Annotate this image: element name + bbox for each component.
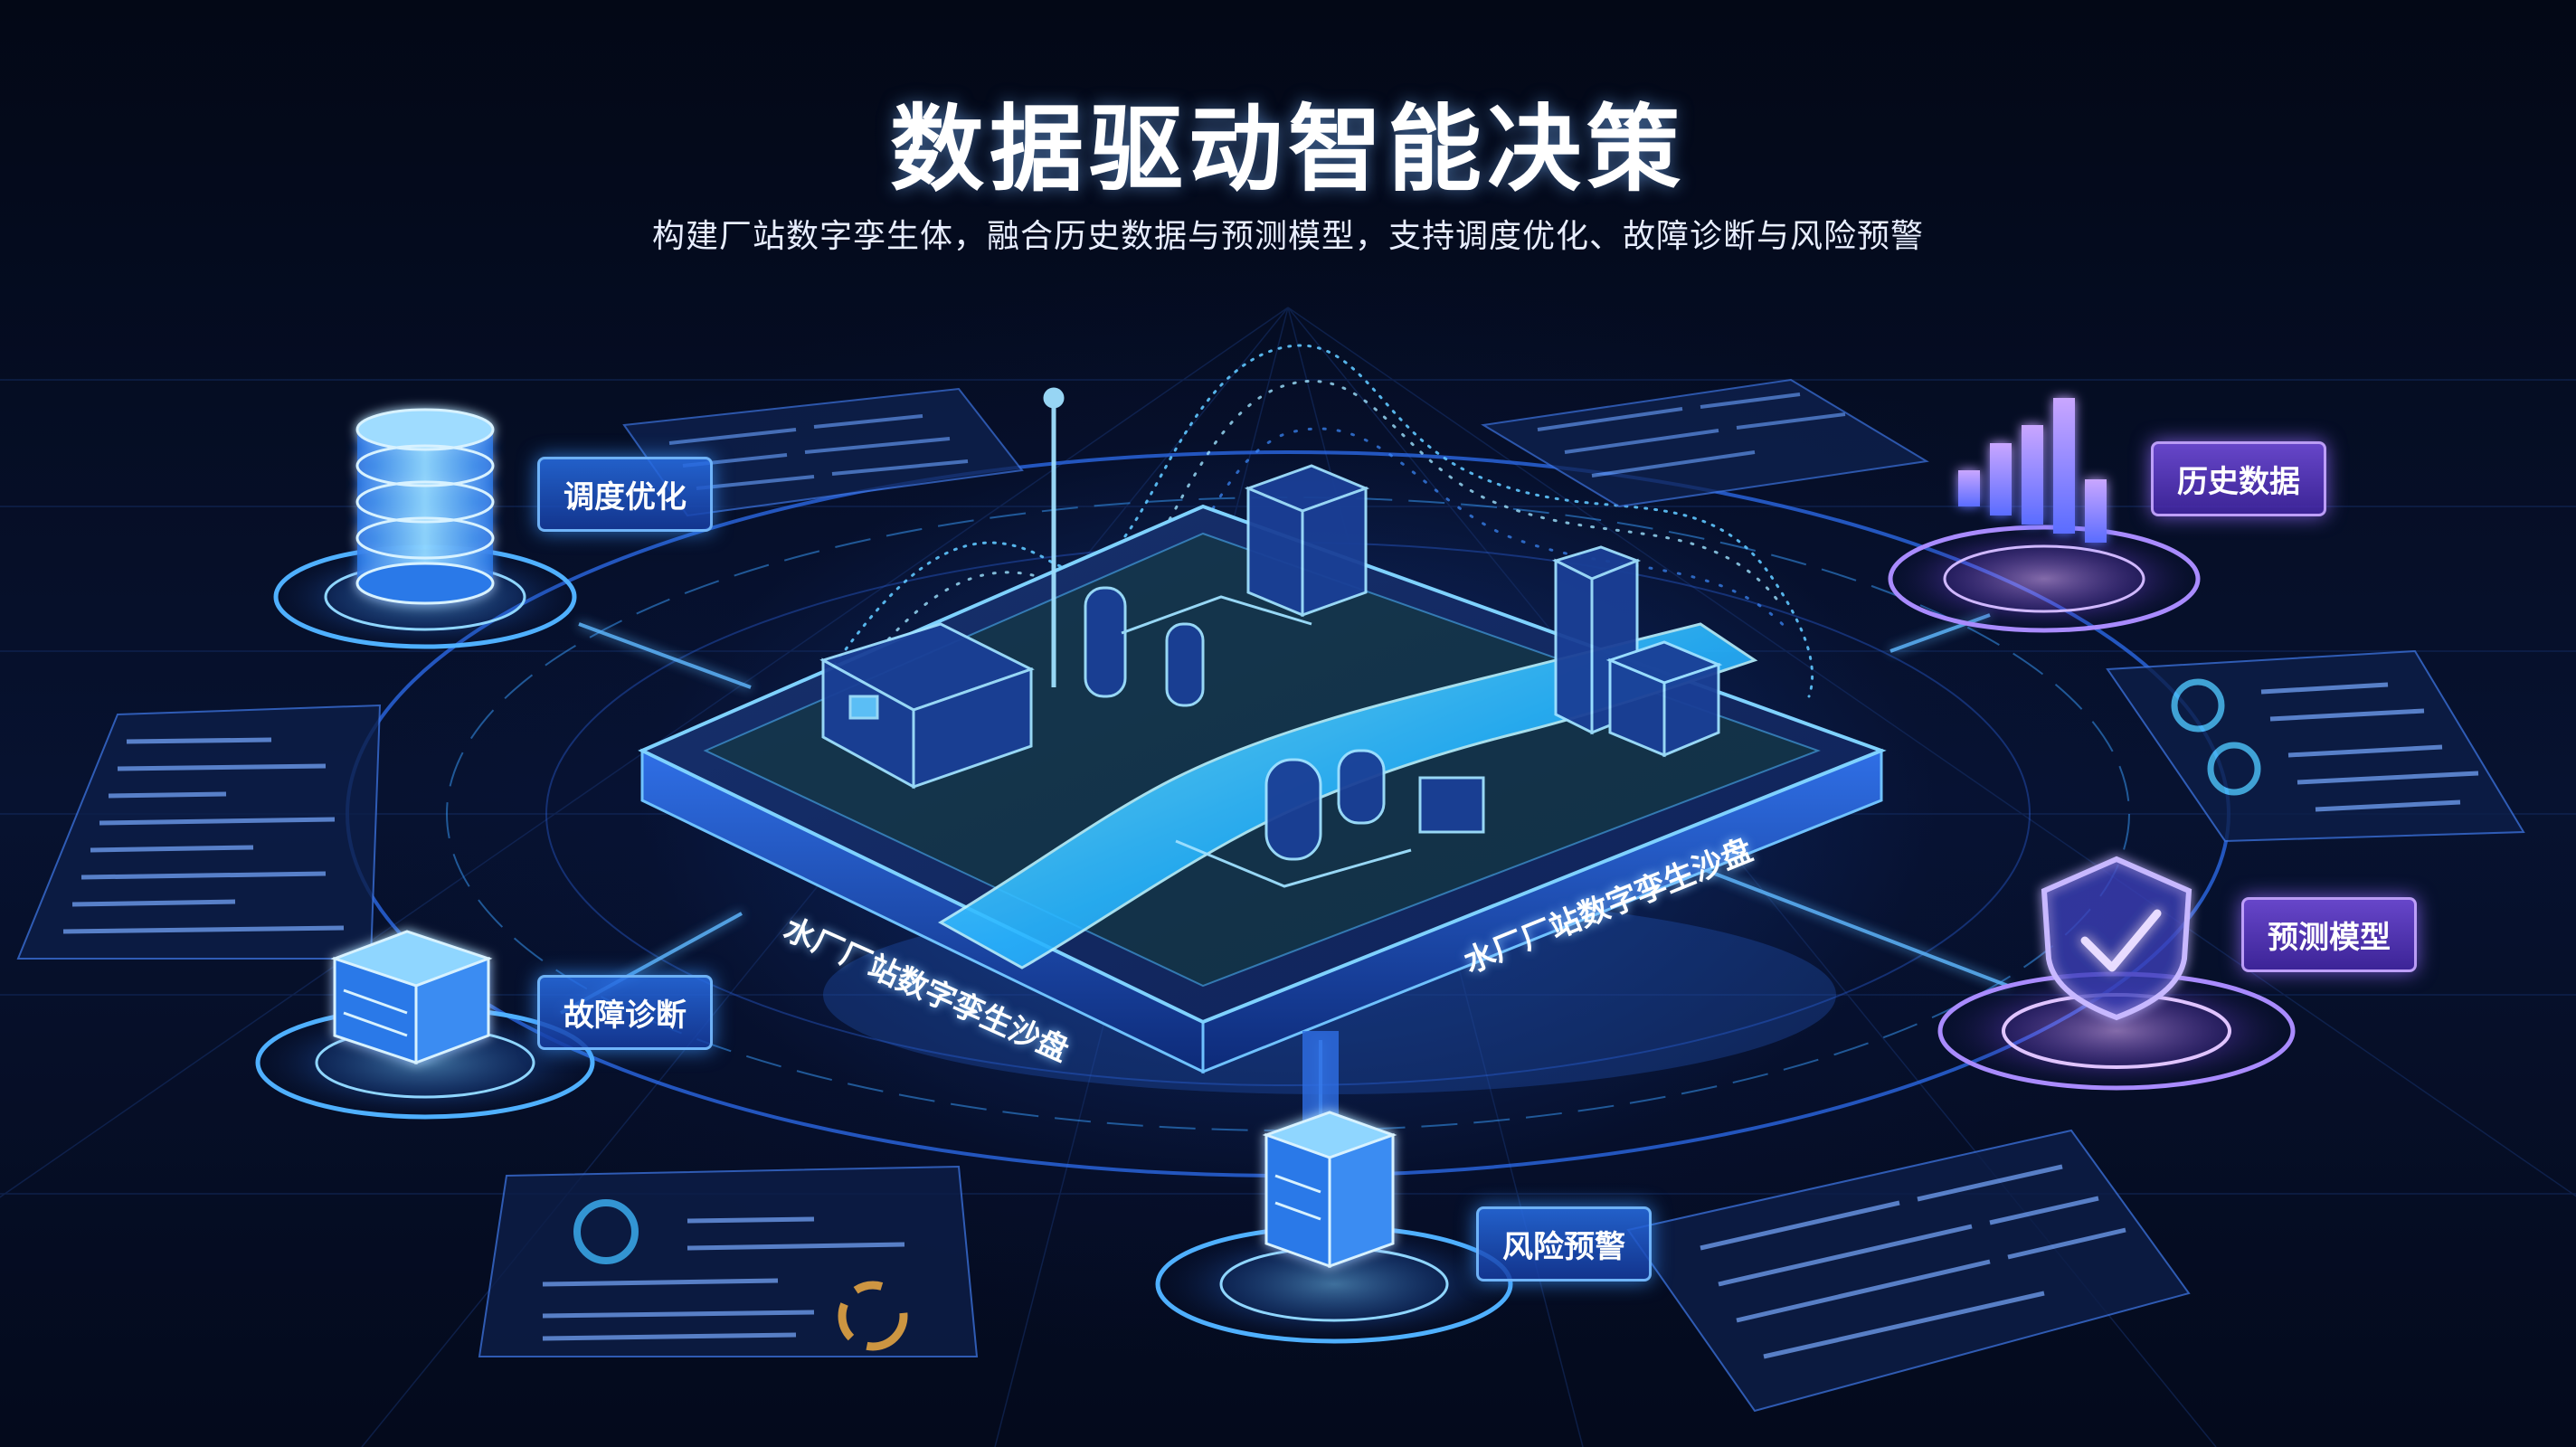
- page-subtitle: 构建厂站数字孪生体，融合历史数据与预测模型，支持调度优化、故障诊断与风险预警: [651, 218, 1924, 255]
- node-label-diagnosis[interactable]: 故障诊断: [537, 975, 713, 1050]
- sandbox-buildings: [819, 387, 1723, 888]
- pedestal-history: [1886, 525, 2202, 633]
- database-stack-icon: [355, 408, 495, 605]
- hud-panel-bottom-left: [478, 1165, 979, 1357]
- hud-panel-top-right: [1481, 378, 1929, 508]
- node-label-dispatch[interactable]: 调度优化: [537, 457, 713, 532]
- shield-check-icon: [2041, 856, 2192, 1021]
- data-wave-particles: [794, 344, 1814, 761]
- hud-panel-left: [16, 704, 382, 960]
- node-label-prediction[interactable]: 预测模型: [2241, 897, 2417, 972]
- server-cube-icon: [330, 930, 493, 1065]
- node-label-history[interactable]: 历史数据: [2151, 441, 2326, 516]
- node-label-warning[interactable]: 风险预警: [1476, 1206, 1652, 1281]
- hud-panel-top-left: [622, 387, 1024, 517]
- hud-panel-bottom-right: [1626, 1129, 2191, 1413]
- bar-chart-icon: [1958, 398, 2107, 543]
- server-tower-icon: [1262, 1111, 1397, 1269]
- page-title: 数据驱动智能决策: [889, 94, 1686, 204]
- hud-panel-right: [2106, 649, 2525, 843]
